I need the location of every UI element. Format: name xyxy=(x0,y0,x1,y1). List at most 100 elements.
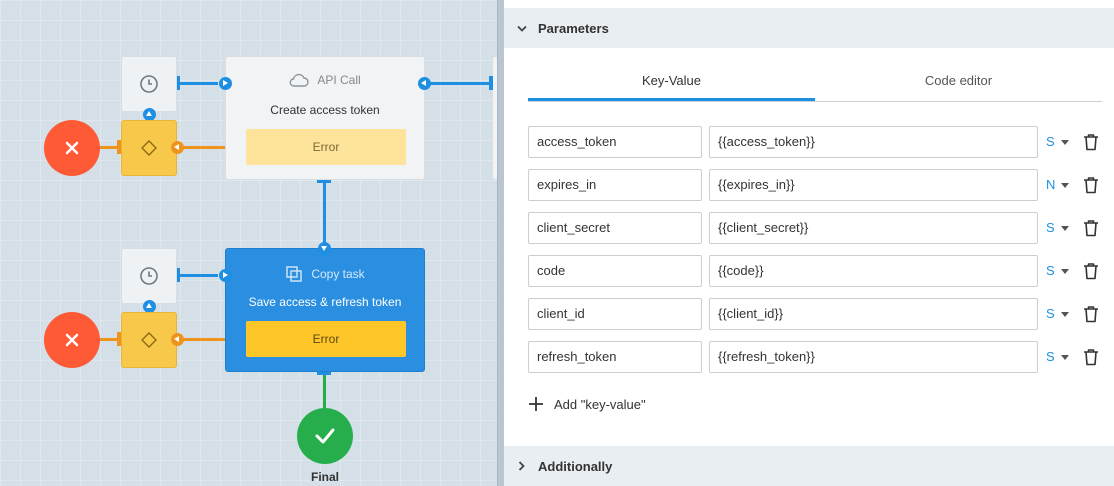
key-input[interactable]: expires_in xyxy=(528,169,702,201)
caret-down-icon xyxy=(1060,268,1069,274)
add-key-value-button[interactable]: Add "key-value" xyxy=(528,396,646,412)
cloud-icon xyxy=(289,73,309,87)
check-icon xyxy=(315,428,335,444)
caret-down-icon xyxy=(1061,182,1070,188)
final-label: Final xyxy=(311,470,340,484)
connector-line xyxy=(323,180,326,244)
connector-dot[interactable] xyxy=(143,300,156,313)
connector-dot[interactable] xyxy=(171,141,184,154)
connector-dot[interactable] xyxy=(171,333,184,346)
close-icon xyxy=(65,333,79,347)
diamond-icon xyxy=(141,140,157,156)
partial-node[interactable] xyxy=(492,56,500,180)
trash-icon[interactable] xyxy=(1082,262,1100,280)
chevron-right-icon xyxy=(516,459,528,474)
connector-dot[interactable] xyxy=(418,77,431,90)
connector-line xyxy=(323,372,326,412)
section-title: Parameters xyxy=(538,20,609,36)
connector-dot[interactable] xyxy=(219,77,232,90)
trash-icon[interactable] xyxy=(1082,176,1100,194)
connector-line xyxy=(182,338,244,341)
error-handler[interactable]: Error xyxy=(246,129,406,165)
filter-node[interactable] xyxy=(121,312,177,368)
key-input[interactable]: client_id xyxy=(528,298,702,330)
type-value: S xyxy=(1046,134,1055,149)
timer-node[interactable] xyxy=(121,56,177,112)
node-header: API Call xyxy=(226,73,424,87)
caret-down-icon xyxy=(1060,354,1069,360)
key-input[interactable]: access_token xyxy=(528,126,702,158)
node-title: Create access token xyxy=(270,103,380,117)
key-input[interactable]: code xyxy=(528,255,702,287)
type-select[interactable]: S xyxy=(1046,212,1069,244)
close-icon xyxy=(65,141,79,155)
type-select[interactable]: S xyxy=(1046,298,1069,330)
caret-down-icon xyxy=(1060,311,1069,317)
key-input[interactable]: client_secret xyxy=(528,212,702,244)
value-input[interactable]: {{client_secret}} xyxy=(709,212,1038,244)
connector-stub xyxy=(317,371,331,375)
node-header: Copy task xyxy=(226,265,424,283)
failure-node[interactable] xyxy=(44,312,100,368)
type-value: S xyxy=(1046,263,1055,278)
parameters-section-header[interactable]: Parameters xyxy=(504,8,1114,48)
tab-code-editor[interactable]: Code editor xyxy=(924,73,993,88)
clock-icon xyxy=(140,75,158,93)
connector-line xyxy=(178,274,218,277)
connector-dot[interactable] xyxy=(143,108,156,121)
timer-node[interactable] xyxy=(121,248,177,304)
process-canvas[interactable]: API Call Create access token Error Copy … xyxy=(0,0,500,486)
trash-icon[interactable] xyxy=(1082,348,1100,366)
connector-stub xyxy=(117,332,121,346)
additionally-section-header[interactable]: Additionally xyxy=(504,446,1114,486)
section-title: Additionally xyxy=(538,458,613,474)
key-input[interactable]: refresh_token xyxy=(528,341,702,373)
trash-icon[interactable] xyxy=(1082,305,1100,323)
connector-line xyxy=(178,82,218,85)
connector-stub xyxy=(117,140,121,154)
type-value: S xyxy=(1046,306,1055,321)
api-call-node[interactable]: API Call Create access token Error xyxy=(225,56,425,180)
type-select[interactable]: S xyxy=(1046,126,1069,158)
node-title: Save access & refresh token xyxy=(248,295,402,309)
value-input[interactable]: {{expires_in}} xyxy=(709,169,1038,201)
caret-down-icon xyxy=(1060,225,1069,231)
connector-line xyxy=(96,338,121,341)
tab-bar: Key-Value Code editor xyxy=(528,62,1102,102)
connector-dot[interactable] xyxy=(318,242,331,255)
type-select[interactable]: S xyxy=(1046,255,1069,287)
value-input[interactable]: {{refresh_token}} xyxy=(709,341,1038,373)
trash-icon[interactable] xyxy=(1082,219,1100,237)
diamond-icon xyxy=(141,332,157,348)
type-value: S xyxy=(1046,349,1055,364)
tab-key-value[interactable]: Key-Value xyxy=(528,62,815,101)
clock-icon xyxy=(140,267,158,285)
type-select[interactable]: S xyxy=(1046,341,1069,373)
value-input[interactable]: {{code}} xyxy=(709,255,1038,287)
connector-stub xyxy=(489,76,493,90)
chevron-down-icon xyxy=(516,21,528,36)
connector-stub xyxy=(176,76,180,90)
connector-stub xyxy=(317,179,331,183)
final-node[interactable] xyxy=(297,408,353,464)
node-type-label: API Call xyxy=(317,73,361,87)
type-value: S xyxy=(1046,220,1055,235)
trash-icon[interactable] xyxy=(1082,133,1100,151)
filter-node[interactable] xyxy=(121,120,177,176)
failure-node[interactable] xyxy=(44,120,100,176)
connector-dot[interactable] xyxy=(219,269,232,282)
connector-line xyxy=(182,146,244,149)
copy-task-node[interactable]: Copy task Save access & refresh token Er… xyxy=(225,248,425,372)
connector-stub xyxy=(176,268,180,282)
value-input[interactable]: {{client_id}} xyxy=(709,298,1038,330)
value-input[interactable]: {{access_token}} xyxy=(709,126,1038,158)
caret-down-icon xyxy=(1060,139,1069,145)
type-select[interactable]: N xyxy=(1046,169,1070,201)
type-value: N xyxy=(1046,177,1056,192)
panel-splitter[interactable] xyxy=(497,0,504,486)
add-key-value-label: Add "key-value" xyxy=(554,396,646,412)
error-handler[interactable]: Error xyxy=(246,321,406,357)
connector-line xyxy=(96,146,121,149)
connector-line xyxy=(430,82,492,85)
copy-icon xyxy=(286,266,303,282)
